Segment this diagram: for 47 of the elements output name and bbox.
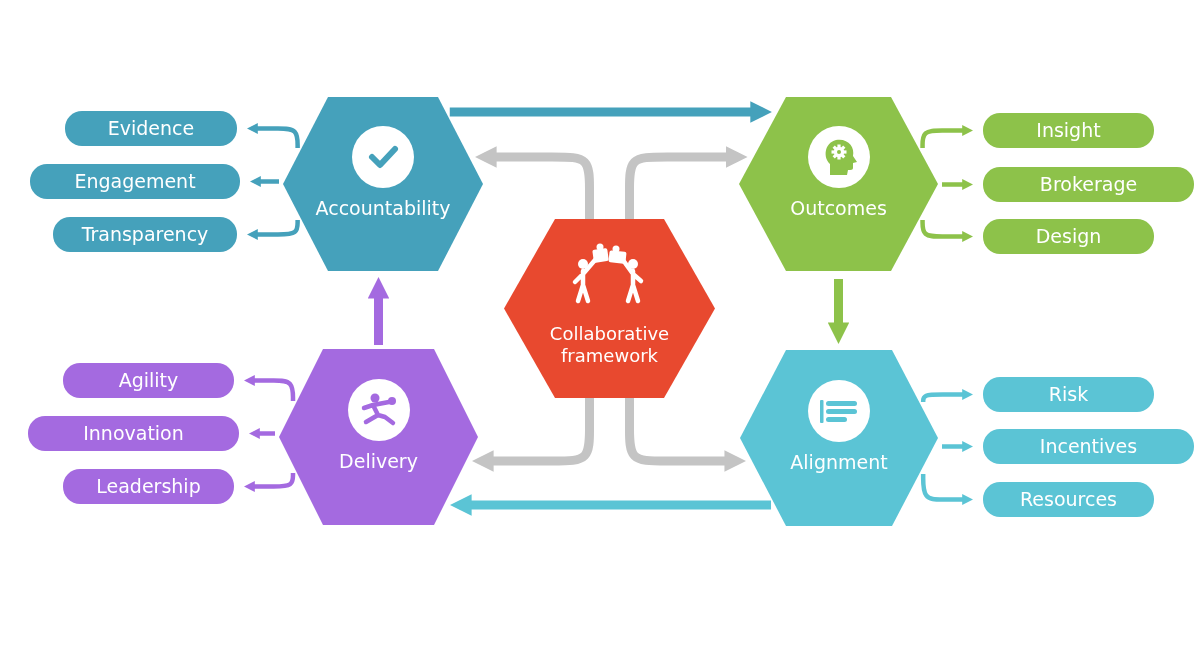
hexagon-node xyxy=(739,97,938,271)
node-label: Evidence xyxy=(107,117,195,140)
rounded-tag xyxy=(983,167,1194,202)
arrow xyxy=(367,277,390,345)
arrow xyxy=(942,179,973,190)
rounded-tag xyxy=(65,111,237,146)
hexagon-node xyxy=(279,349,478,525)
rounded-tag xyxy=(983,219,1154,254)
arrow xyxy=(250,176,279,187)
node-label: Leadership xyxy=(96,475,201,498)
arrow xyxy=(449,101,772,123)
rounded-tag xyxy=(30,164,240,199)
node-label: Design xyxy=(1035,225,1102,248)
node-label: Agility xyxy=(118,369,179,392)
node-label: Alignment xyxy=(790,450,888,474)
node-label: Outcomes xyxy=(790,196,887,220)
hexagon-node xyxy=(504,219,715,398)
hexagon-node xyxy=(283,97,483,271)
rounded-tag xyxy=(983,429,1194,464)
node-label: Risk xyxy=(1048,383,1089,406)
curved-arrow xyxy=(475,146,594,219)
node-label: Insight xyxy=(1036,119,1101,142)
arrow xyxy=(827,279,850,344)
node-label: Engagement xyxy=(74,170,196,193)
node-label: Accountability xyxy=(315,196,451,220)
node-label: Incentives xyxy=(1039,435,1138,458)
rounded-tag xyxy=(983,377,1154,412)
node-label: Resources xyxy=(1019,488,1117,511)
arrow xyxy=(942,441,973,452)
curved-arrow xyxy=(625,398,746,472)
arrow xyxy=(450,494,771,516)
node-label: Innovation xyxy=(83,422,184,445)
curved-arrow xyxy=(625,146,748,219)
node-label: Collaborative framework xyxy=(548,322,671,367)
node-label: Brokerage xyxy=(1039,173,1138,196)
node-label: Transparency xyxy=(81,223,209,246)
rounded-tag xyxy=(983,113,1154,148)
arrow xyxy=(920,474,973,505)
rounded-tag xyxy=(983,482,1154,517)
rounded-tag xyxy=(53,217,237,252)
rounded-tag xyxy=(28,416,239,451)
hexagon-node xyxy=(740,350,938,526)
arrow xyxy=(249,428,275,439)
rounded-tag xyxy=(63,469,234,504)
rounded-tag xyxy=(63,363,234,398)
curved-arrow xyxy=(472,398,594,472)
node-label: Delivery xyxy=(339,449,418,473)
